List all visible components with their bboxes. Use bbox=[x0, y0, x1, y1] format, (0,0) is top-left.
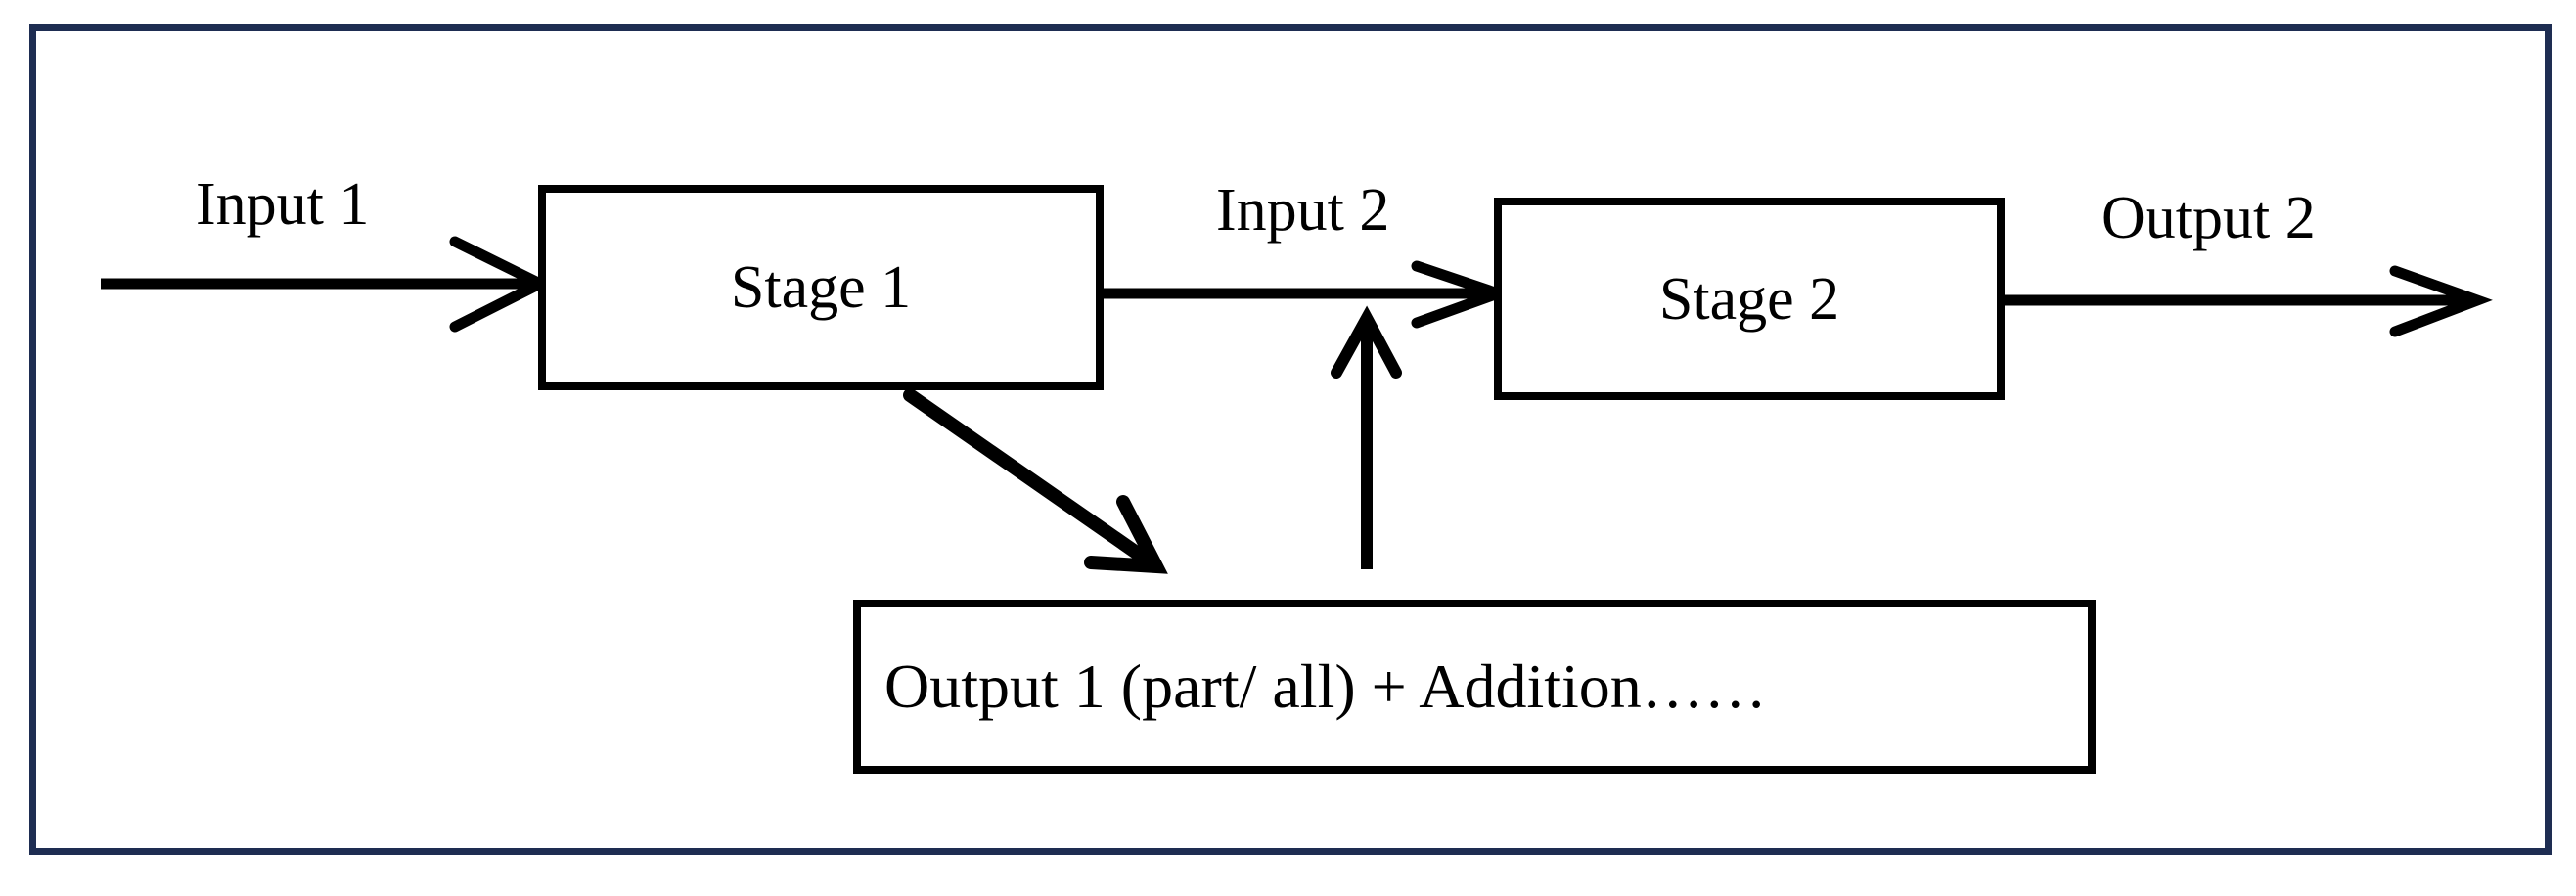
edge-label-output2: Output 2 bbox=[2101, 185, 2316, 251]
node-output-1: Output 1 (part/ all) + Addition…… bbox=[853, 600, 2096, 774]
node-label-output-1: Output 1 (part/ all) + Addition…… bbox=[884, 651, 1767, 721]
node-label-stage-1: Stage 1 bbox=[730, 254, 912, 321]
node-stage-2: Stage 2 bbox=[1494, 198, 2005, 400]
edge-label-input2: Input 2 bbox=[1216, 177, 1390, 244]
edge-label-input1: Input 1 bbox=[196, 171, 370, 238]
node-stage-1: Stage 1 bbox=[538, 185, 1104, 390]
node-label-stage-2: Stage 2 bbox=[1658, 265, 1840, 333]
